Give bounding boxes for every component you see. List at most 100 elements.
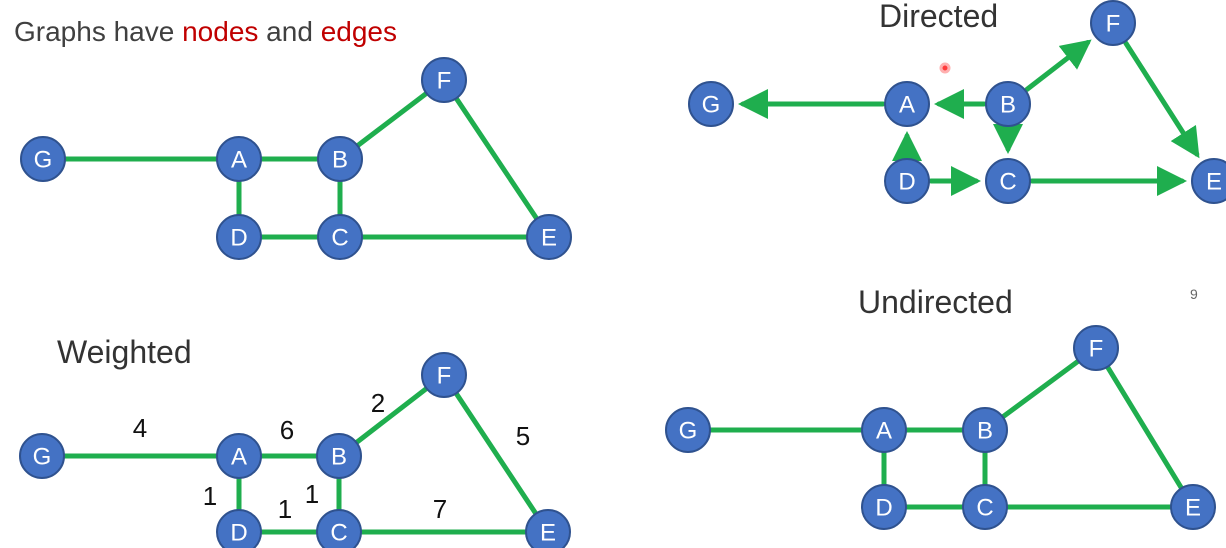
node-circle — [1191, 158, 1226, 204]
undirected-edge-b-f — [982, 345, 1099, 433]
node-circle — [884, 81, 930, 127]
edge-weight-a-b: 6 — [280, 415, 294, 445]
node-circle — [19, 433, 65, 479]
node-label: E — [1185, 495, 1201, 522]
directed-node-b: B — [985, 81, 1031, 127]
node-label: A — [876, 418, 892, 445]
edge-weight-d-c: 1 — [278, 494, 292, 524]
plain-node-a: A — [216, 136, 262, 182]
edge-weight-g-a: 4 — [133, 413, 147, 443]
edge-weight-a-d: 1 — [203, 481, 217, 511]
node-label: G — [33, 444, 52, 471]
directed-node-f: F — [1090, 0, 1136, 46]
weighted-node-g: G — [19, 433, 65, 479]
node-circle — [962, 407, 1008, 453]
node-circle — [216, 433, 262, 479]
node-circle — [526, 214, 572, 260]
node-circle — [861, 407, 907, 453]
node-circle — [216, 214, 262, 260]
node-label: A — [231, 444, 247, 471]
directed-node-e: E — [1191, 158, 1226, 204]
node-circle — [688, 81, 734, 127]
undirected-edge-f-e — [1093, 345, 1196, 510]
undirected-node-g: G — [665, 407, 711, 453]
slide-title: Graphs have nodes and edges — [14, 16, 397, 48]
node-circle — [216, 136, 262, 182]
edge-weight-b-f: 2 — [371, 388, 385, 418]
plain-node-c: C — [317, 214, 363, 260]
node-circle — [20, 136, 66, 182]
node-label: F — [1089, 336, 1104, 363]
weighted-graph-label: Weighted — [57, 334, 192, 370]
node-label: E — [540, 520, 556, 547]
node-circle — [1090, 0, 1136, 46]
laser-pointer-dot — [939, 62, 951, 74]
node-label: F — [437, 363, 452, 390]
node-circle — [421, 352, 467, 398]
node-circle — [1073, 325, 1119, 371]
directed-edge-f-e — [1123, 40, 1200, 159]
node-circle — [962, 484, 1008, 530]
plain-node-g: G — [20, 136, 66, 182]
node-label: C — [999, 169, 1016, 196]
directed-node-c: C — [985, 158, 1031, 204]
node-label: A — [231, 147, 247, 174]
edge-weight-b-c: 1 — [305, 479, 319, 509]
node-circle — [216, 509, 262, 548]
undirected-node-e: E — [1170, 484, 1216, 530]
node-label: F — [437, 68, 452, 95]
node-label: D — [230, 520, 247, 547]
node-label: D — [230, 225, 247, 252]
edges-layer — [39, 39, 1200, 535]
weighted-node-b: B — [316, 433, 362, 479]
weighted-node-a: A — [216, 433, 262, 479]
node-label: D — [875, 495, 892, 522]
title-mid: and — [258, 16, 321, 47]
node-circle — [1170, 484, 1216, 530]
plain-node-f: F — [421, 57, 467, 103]
title-prefix: Graphs have — [14, 16, 183, 47]
node-label: G — [679, 418, 698, 445]
undirected-graph-label: Undirected — [858, 284, 1013, 320]
undirected-node-d: D — [861, 484, 907, 530]
node-circle — [316, 509, 362, 548]
directed-node-d: D — [884, 158, 930, 204]
weighted-edge-f-e — [441, 372, 551, 535]
node-label: B — [331, 444, 347, 471]
weighted-node-f: F — [421, 352, 467, 398]
node-circle — [421, 57, 467, 103]
directed-graph-label: Directed — [879, 0, 999, 34]
title-nodes-word: nodes — [182, 16, 259, 47]
undirected-node-a: A — [861, 407, 907, 453]
node-label: G — [34, 147, 53, 174]
plain-node-b: B — [317, 136, 363, 182]
node-circle — [317, 136, 363, 182]
node-circle — [985, 81, 1031, 127]
node-circle — [525, 509, 571, 548]
node-label: E — [541, 225, 557, 252]
directed-edge-b-f — [1024, 39, 1092, 92]
node-label: C — [976, 495, 993, 522]
edge-weight-f-e: 5 — [516, 421, 530, 451]
node-label: G — [702, 92, 721, 119]
plain-node-e: E — [526, 214, 572, 260]
plain-node-d: D — [216, 214, 262, 260]
undirected-node-b: B — [962, 407, 1008, 453]
node-label: B — [332, 147, 348, 174]
node-circle — [884, 158, 930, 204]
node-circle — [985, 158, 1031, 204]
directed-node-g: G — [688, 81, 734, 127]
undirected-node-c: C — [962, 484, 1008, 530]
node-label: A — [899, 92, 915, 119]
page-number: 9 — [1190, 286, 1198, 302]
node-label: B — [977, 418, 993, 445]
node-label: B — [1000, 92, 1016, 119]
node-circle — [317, 214, 363, 260]
node-label: F — [1106, 11, 1121, 38]
edge-weight-c-e: 7 — [433, 494, 447, 524]
title-edges-word: edges — [320, 16, 397, 47]
